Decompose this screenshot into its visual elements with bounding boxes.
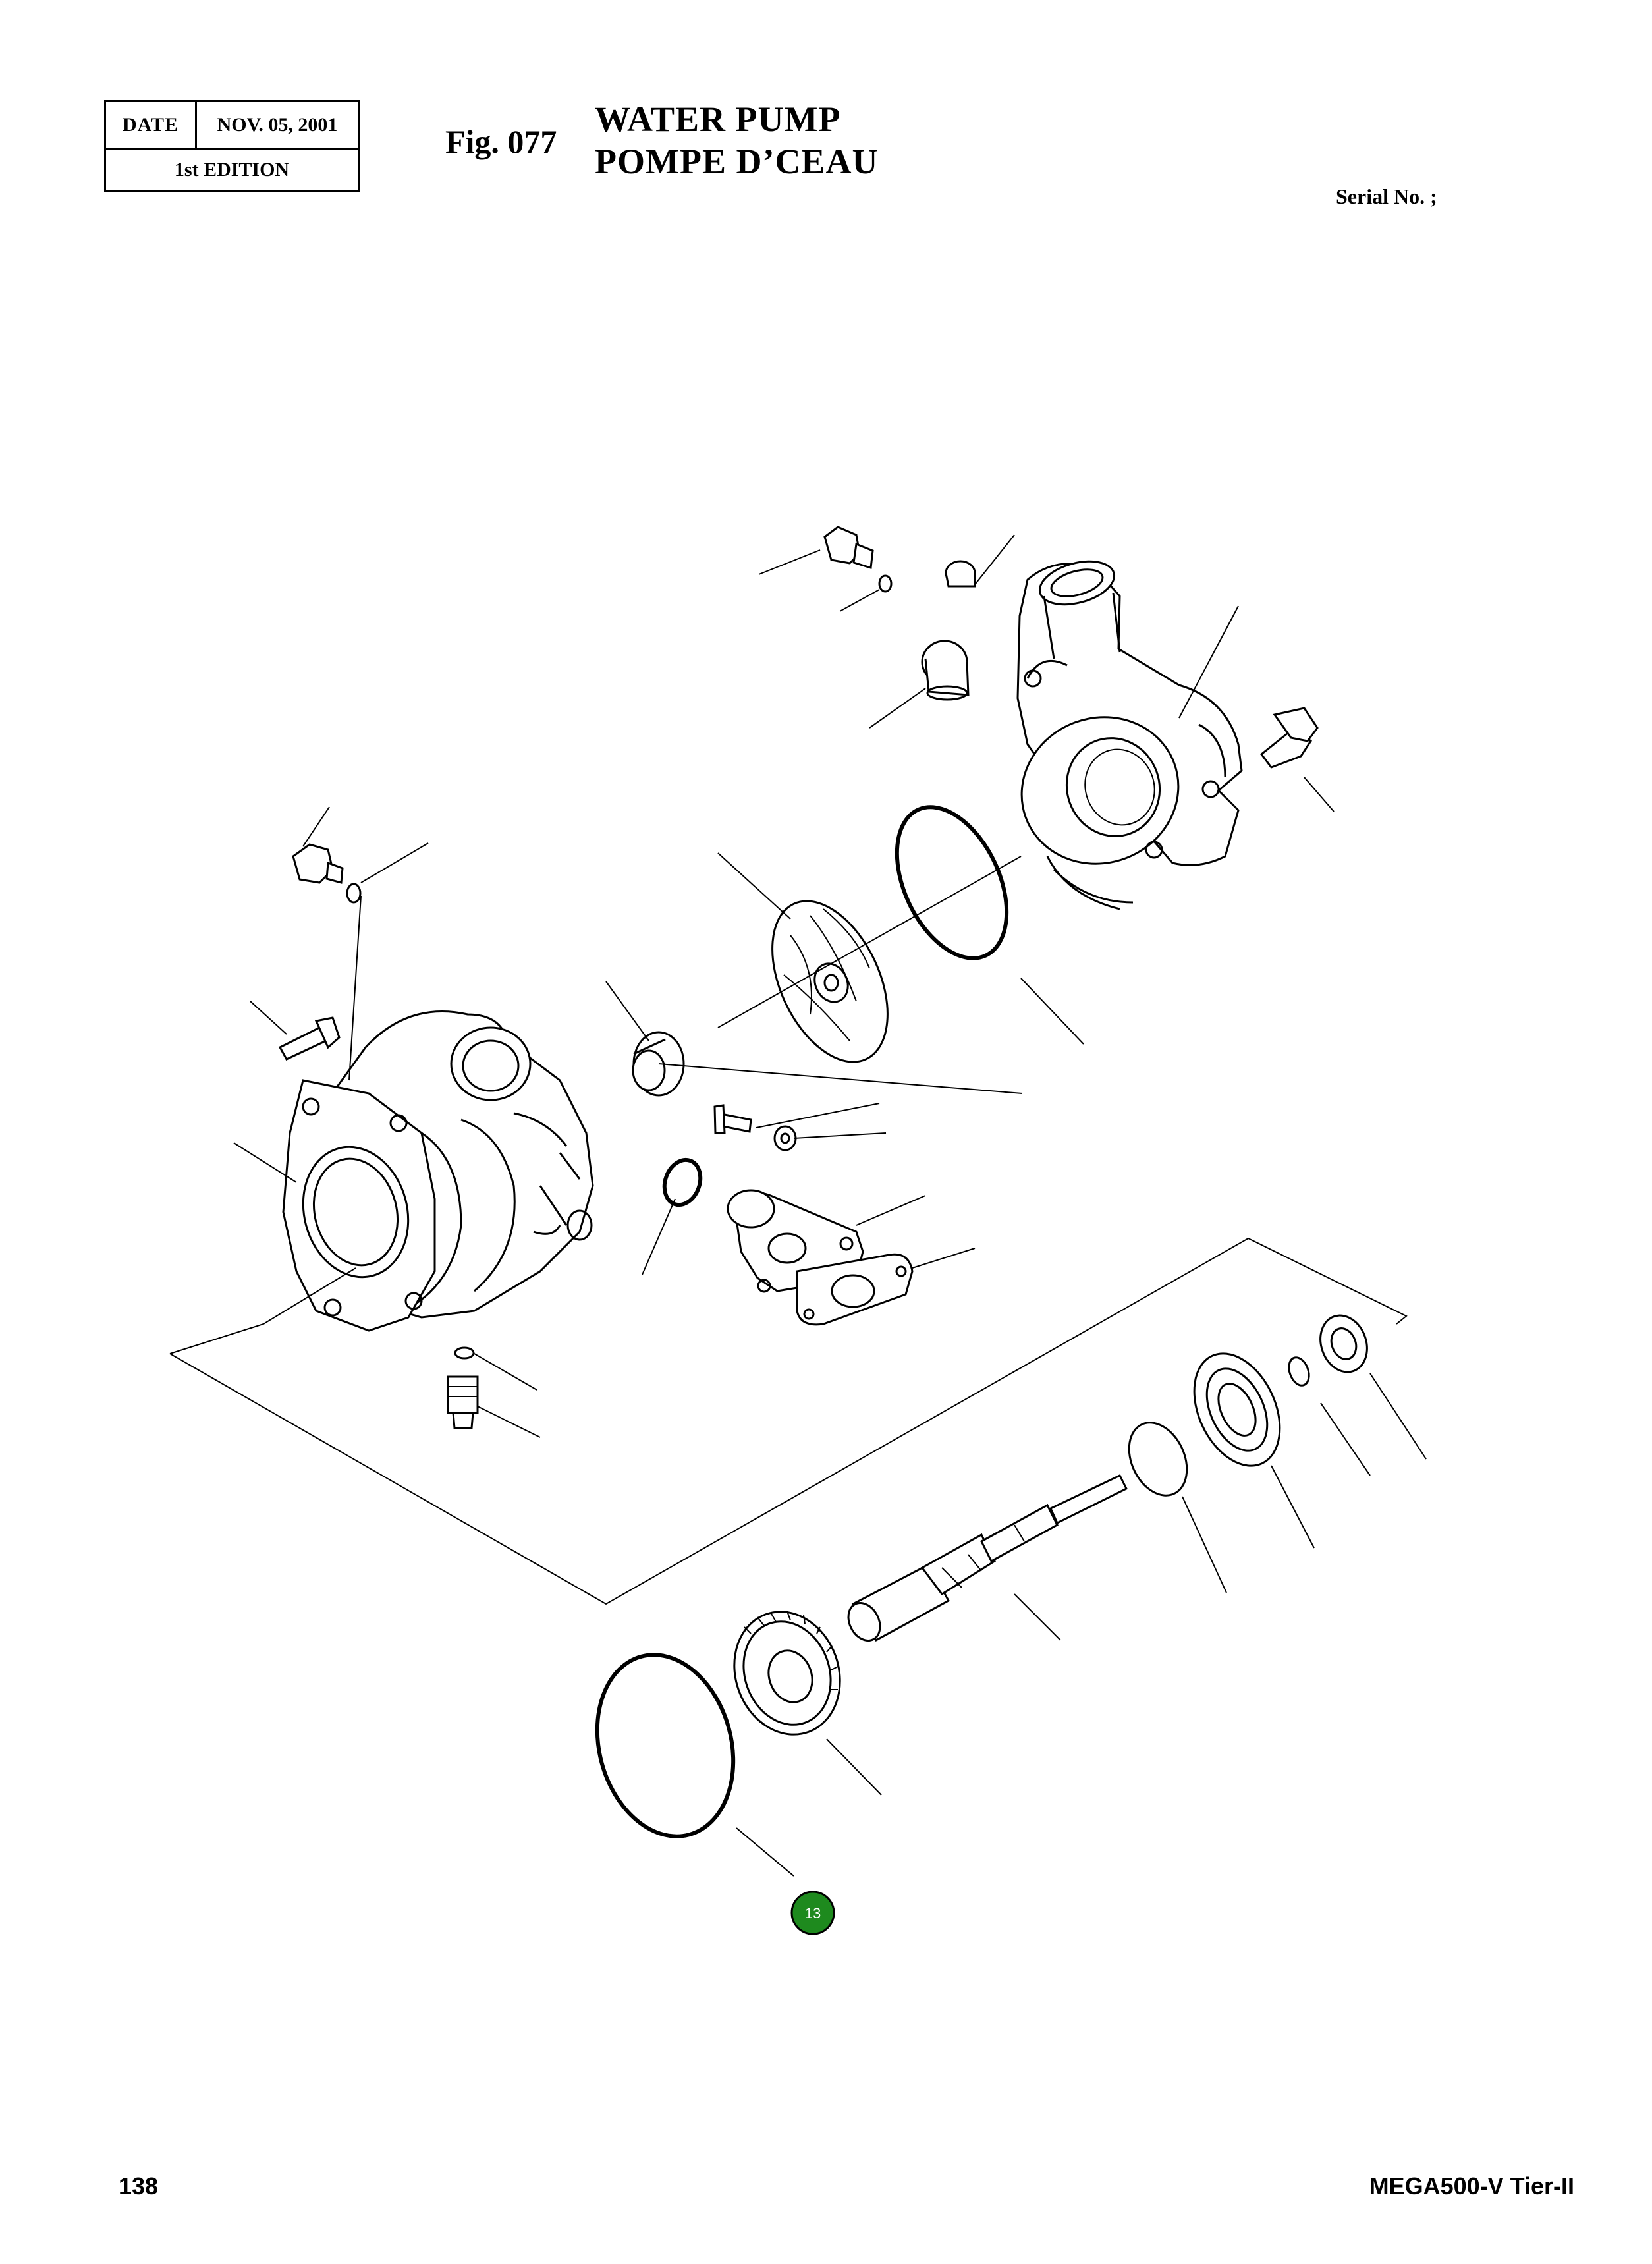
pump-cover <box>1016 560 1243 910</box>
figure-number: Fig. 077 <box>445 123 557 160</box>
date-label: DATE <box>106 102 197 148</box>
edition-label: 1st EDITION <box>174 159 290 180</box>
pump-housing <box>282 1010 594 1332</box>
title-french: POMPE D’CEAU <box>595 142 879 181</box>
pump-shaft <box>847 1474 1128 1642</box>
model-name: MEGA500-V Tier-II <box>1369 2172 1574 2199</box>
circlip <box>1288 1356 1310 1387</box>
callout-bubble[interactable] <box>790 1891 835 1935</box>
housing-bolt <box>278 1016 341 1061</box>
drain-plug-upper <box>292 843 362 904</box>
upper-sensor <box>823 526 893 593</box>
cover-bolt <box>1259 707 1319 769</box>
callout-label: 13 <box>805 1905 821 1921</box>
gear-case-o-ring <box>595 1653 736 1838</box>
assembly-frame <box>169 1237 1408 1605</box>
ball-bearing <box>1193 1352 1281 1467</box>
page-number: 138 <box>119 2172 159 2199</box>
mid-bolt-washer <box>713 1104 797 1151</box>
assembly-link <box>169 1267 356 1354</box>
oil-seal <box>1319 1314 1368 1373</box>
date-value: NOV. 05, 2001 <box>217 113 338 136</box>
snap-ring <box>1128 1422 1188 1497</box>
large-o-ring <box>895 805 1009 960</box>
date-box: DATE NOV. 05, 2001 1st EDITION <box>104 100 360 192</box>
drive-gear <box>733 1611 841 1736</box>
inlet-fitting <box>727 1189 914 1326</box>
serial-number: Serial No. ; <box>1336 184 1437 208</box>
impeller <box>771 900 889 1063</box>
leader-lines <box>233 534 1427 1877</box>
cap-plugs <box>921 560 976 701</box>
date-row: DATE NOV. 05, 2001 <box>106 102 358 150</box>
mechanical-seal <box>632 1031 685 1097</box>
lower-sensor <box>447 1346 479 1429</box>
small-o-ring <box>662 1157 703 1207</box>
callout-13[interactable]: 13 <box>790 1891 835 1935</box>
title-english: WATER PUMP <box>595 99 841 139</box>
